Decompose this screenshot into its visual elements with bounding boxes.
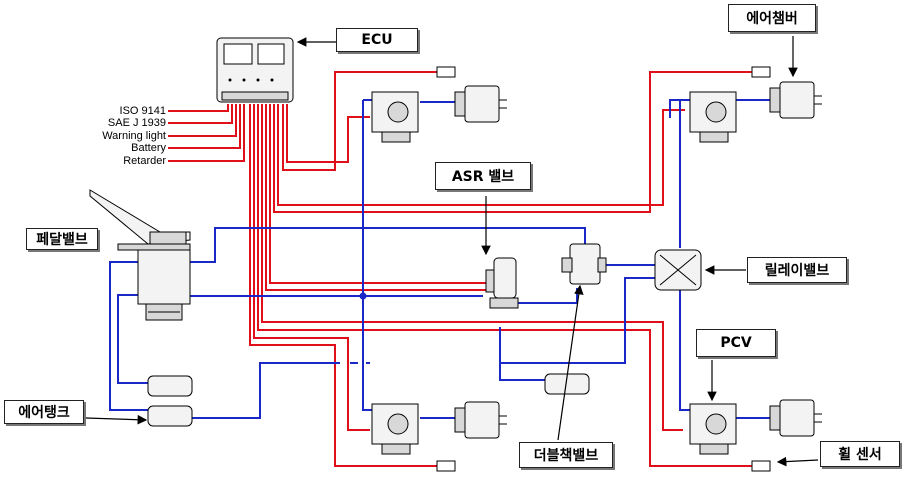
pedal-valve-unit [89,189,191,321]
wheel-sensor-callout: 휠 센서 [820,441,900,467]
air-tank-callout: 에어탱크 [4,400,84,424]
signal-label-saej1939: SAE J 1939 [107,117,166,129]
callout-arrows [85,36,819,467]
asr-valve-unit [485,257,519,309]
signal-label-retarder: Retarder [123,155,166,167]
air-tank-units [147,373,590,427]
asr-valve-callout: ASR 밸브 [435,162,531,190]
double-check-valve-callout: 더블책밸브 [519,442,613,468]
ecu-callout: ECU [336,28,418,52]
wheel-sensors [436,66,771,472]
signal-label-battery: Battery [131,142,166,154]
signal-label-warning-light: Warning light [102,130,166,142]
relay-valve-callout: 릴레이밸브 [747,257,847,283]
air-chambers [454,81,822,439]
pcv-callout: PCV [696,329,776,357]
modulator-valves [371,91,737,455]
ecu-unit [216,37,294,103]
double-check-valve-unit [561,243,607,285]
air-chamber-callout: 에어챔버 [728,4,816,32]
relay-valve-unit [654,249,702,291]
air-junction-dot [359,292,367,300]
signal-label-iso9141: ISO 9141 [119,105,166,117]
pedal-valve-callout: 페달밸브 [26,228,98,250]
